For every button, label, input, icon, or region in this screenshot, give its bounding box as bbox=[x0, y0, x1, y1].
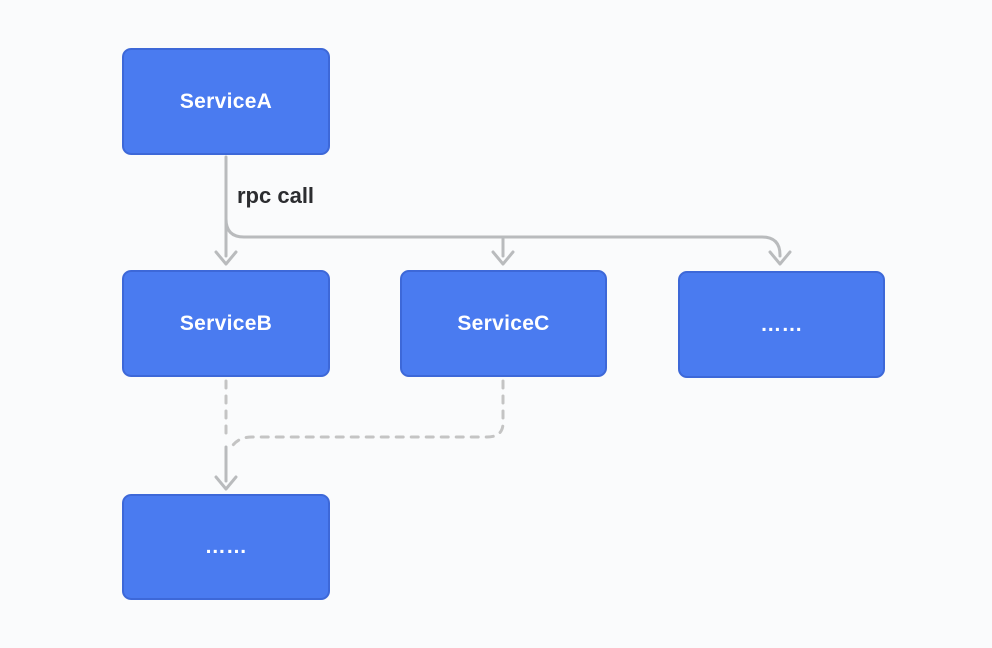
node-more-services-label: …… bbox=[760, 312, 803, 336]
node-service-b: ServiceB bbox=[122, 270, 330, 377]
node-service-b-label: ServiceB bbox=[179, 311, 273, 335]
edge-c-dashed-line bbox=[228, 379, 505, 452]
node-service-c-label: ServiceC bbox=[457, 311, 550, 335]
node-service-c: ServiceC bbox=[400, 270, 607, 377]
node-more-services: …… bbox=[678, 271, 885, 378]
edge-a-branch-line bbox=[224, 217, 782, 258]
edge-label-rpc-call: rpc call bbox=[237, 183, 315, 208]
node-more-downstream-label: …… bbox=[204, 535, 248, 558]
node-service-a-label: ServiceA bbox=[179, 89, 273, 113]
arrowhead-to-service-c bbox=[491, 250, 515, 266]
node-service-a: ServiceA bbox=[122, 48, 330, 155]
node-more-downstream: …… bbox=[122, 494, 330, 600]
arrowhead-to-more-services bbox=[768, 250, 792, 266]
arrowhead-to-service-b bbox=[214, 250, 238, 266]
arrowhead-to-more-downstream bbox=[214, 475, 238, 491]
